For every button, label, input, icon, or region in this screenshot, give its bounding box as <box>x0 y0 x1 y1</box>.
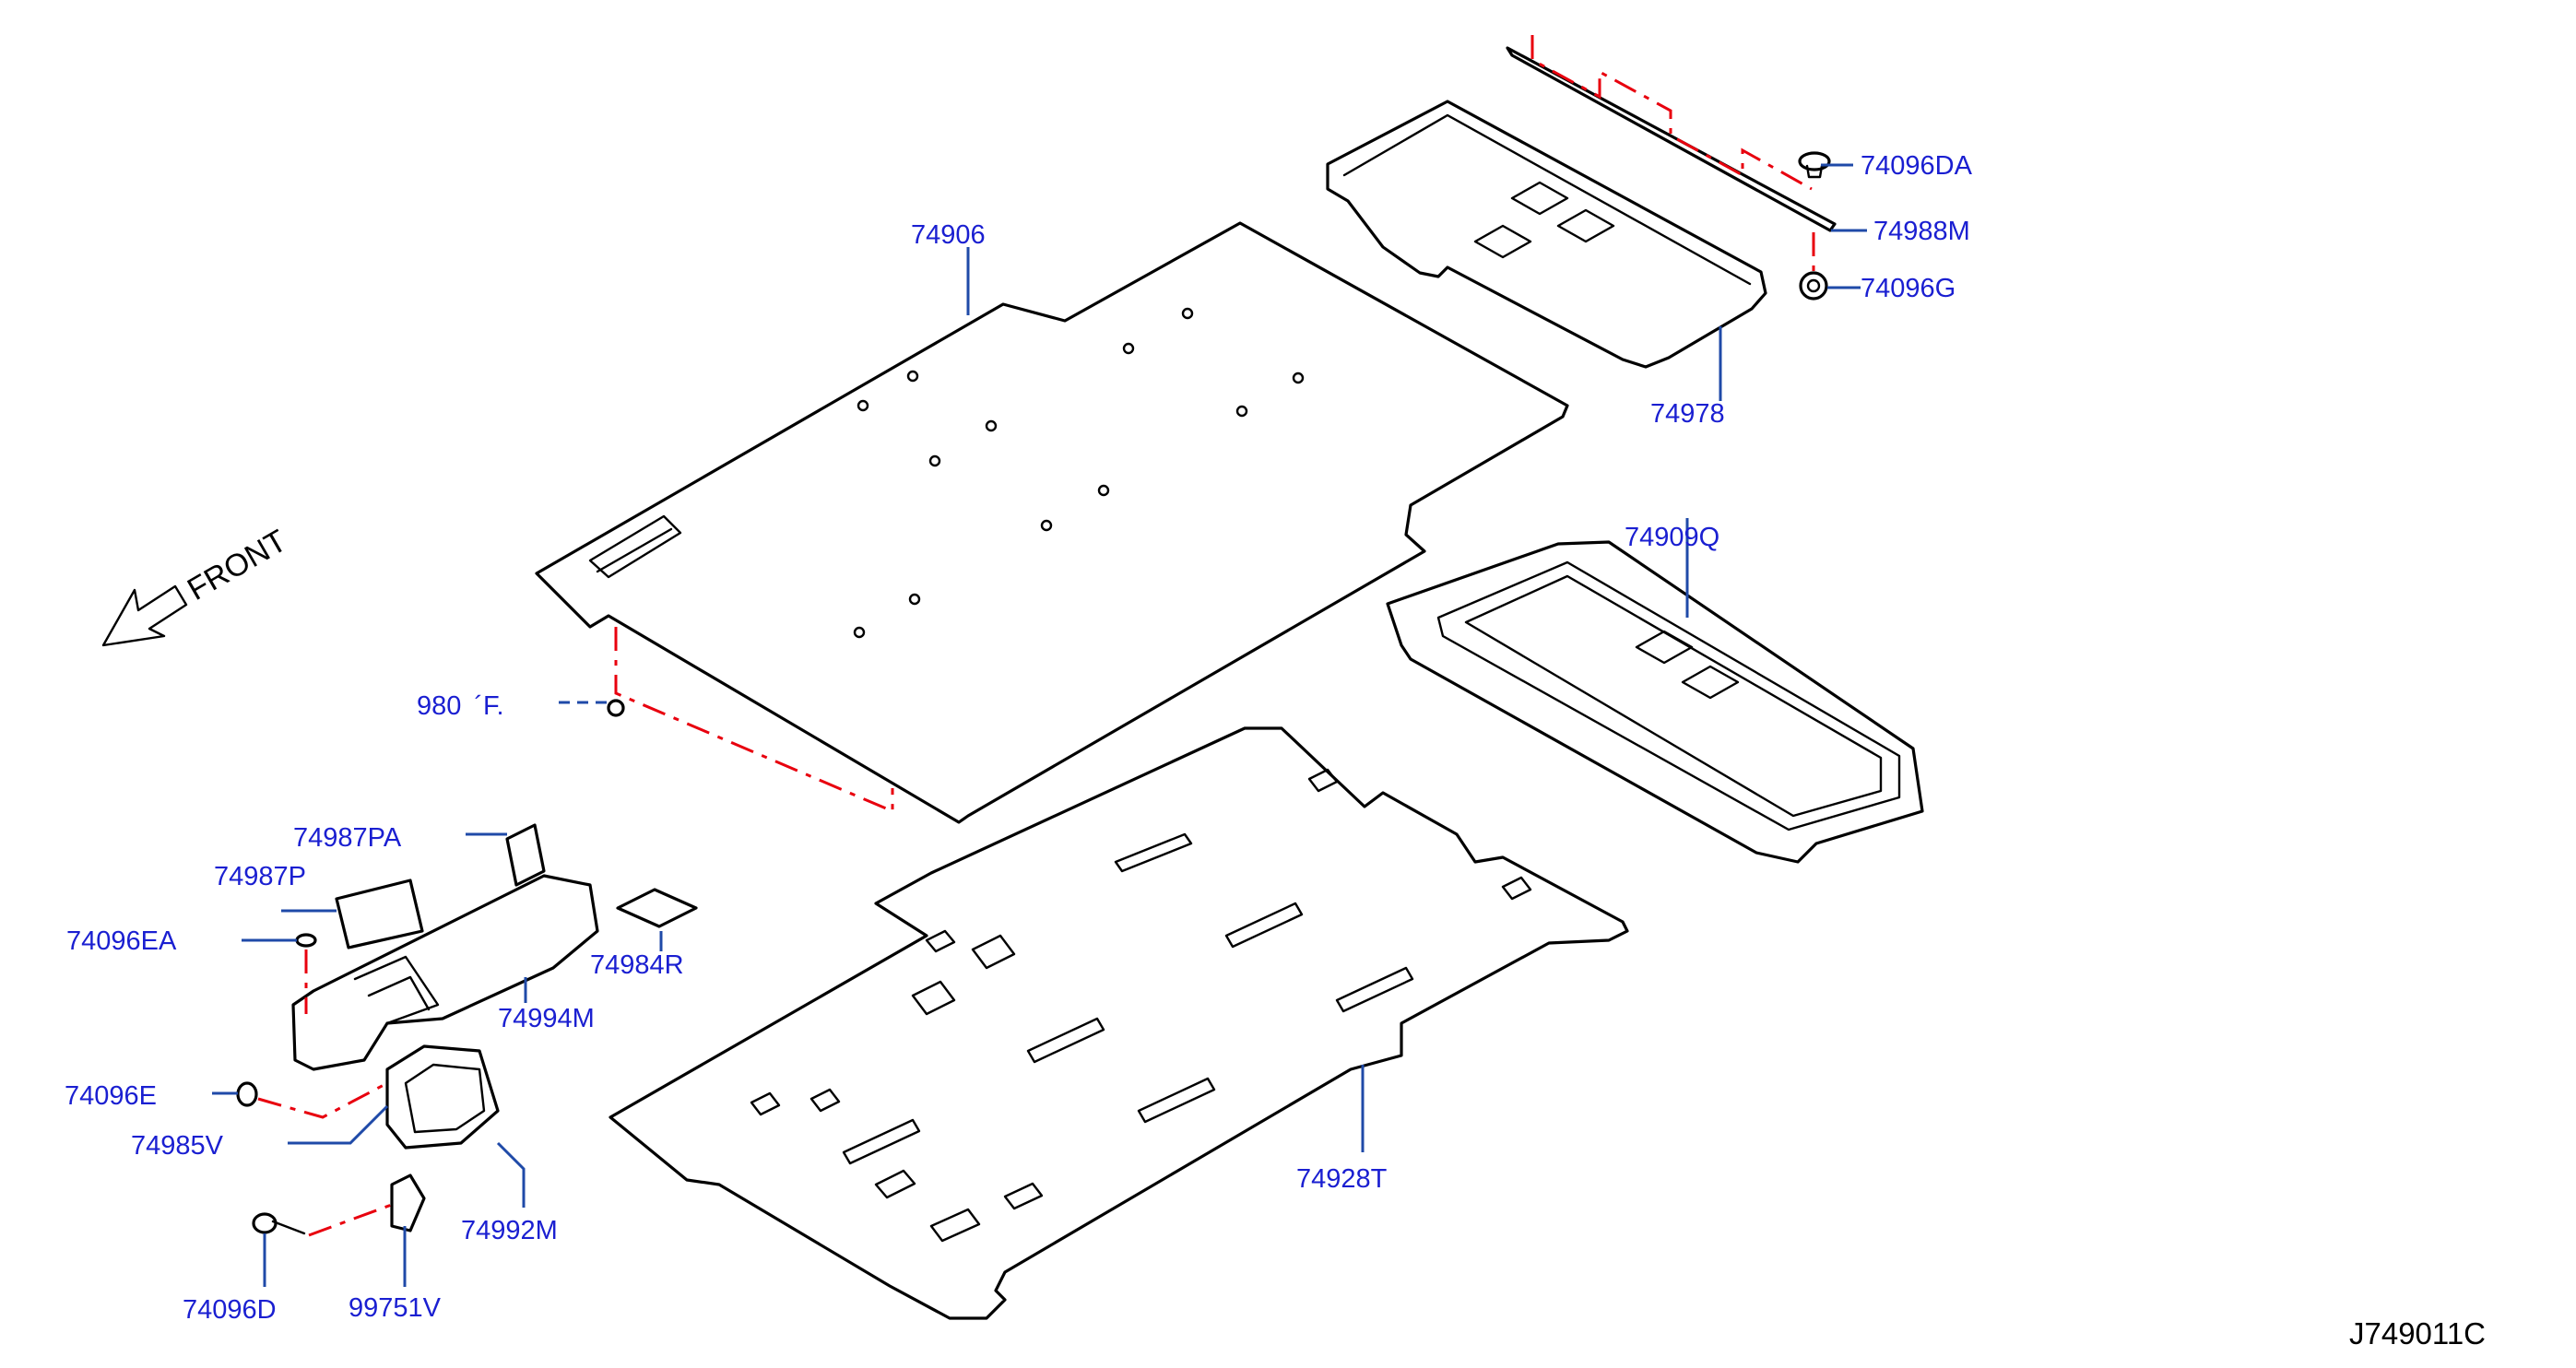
grommet-74096G-icon <box>1799 271 1828 301</box>
label-74994M: 74994M <box>498 1004 595 1033</box>
dashed-link-top <box>1530 35 1813 191</box>
dashed-link-clip-e <box>257 1081 388 1119</box>
front-label: FRONT <box>182 523 292 607</box>
mat-slots <box>750 768 1532 1243</box>
clamp-99751V <box>390 1173 426 1232</box>
bolt-74096D-icon <box>252 1212 306 1235</box>
label-74987P: 74987P <box>214 862 306 891</box>
label-74096G: 74096G <box>1861 274 1956 303</box>
clip-74096E-icon <box>236 1081 258 1107</box>
dashed-link-bolt <box>308 1201 397 1237</box>
grommet-980-icon <box>607 699 625 717</box>
label-74985V: 74985V <box>131 1131 224 1161</box>
label-980: 980´F. <box>417 691 504 721</box>
dashed-link-board <box>614 627 894 814</box>
diagram-reference-code: J749011C <box>2349 1316 2486 1350</box>
duct-74992M <box>385 1044 500 1150</box>
bracket-74994M <box>291 874 599 1071</box>
panel-74987PA <box>505 823 546 887</box>
clip-74096EA-icon <box>295 933 317 948</box>
label-74928T: 74928T <box>1296 1164 1388 1194</box>
label-74096E: 74096E <box>65 1081 157 1111</box>
label-99751V: 99751V <box>349 1293 442 1323</box>
panel-74987P <box>335 879 424 949</box>
label-74096DA: 74096DA <box>1861 151 1973 181</box>
front-arrow-icon <box>101 584 188 647</box>
floor-board-74906 <box>535 221 1569 824</box>
label-74992M: 74992M <box>461 1216 558 1245</box>
label-74984R: 74984R <box>590 950 684 980</box>
trim-board-74978 <box>1326 100 1767 369</box>
pad-74984R <box>616 888 698 928</box>
floor-mat-74928T <box>609 726 1629 1320</box>
label-74096D: 74096D <box>183 1295 277 1325</box>
leader-lines <box>212 163 1867 1287</box>
label-74096EA: 74096EA <box>66 926 177 956</box>
label-74909Q: 74909Q <box>1625 523 1719 552</box>
label-74988M: 74988M <box>1873 217 1970 246</box>
tray-74909Q <box>1386 540 1924 864</box>
label-74987PA: 74987PA <box>293 823 402 853</box>
label-74906: 74906 <box>911 220 986 250</box>
label-74978: 74978 <box>1650 399 1725 429</box>
board-holes <box>853 307 1305 639</box>
